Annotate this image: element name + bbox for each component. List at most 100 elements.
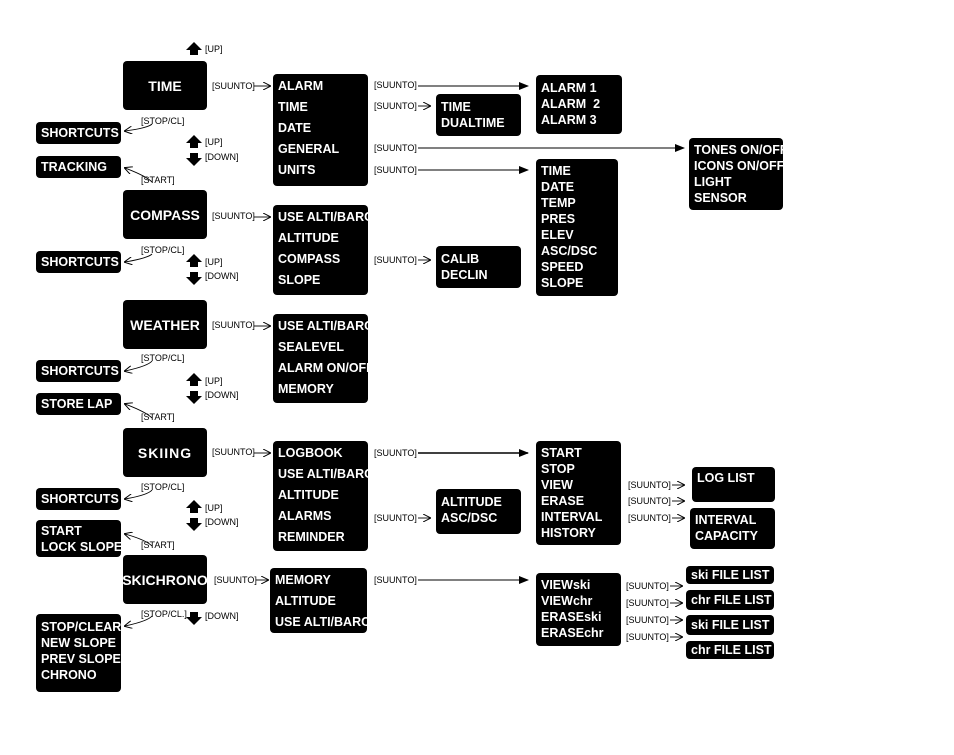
interval-sub-menu: INTERVAL CAPACITY [690,508,775,549]
mode-skiing-label: SKIING [137,444,193,461]
mode-skichrono-label: SKICHRONO [122,571,208,588]
time-sub-menu: TIME DUALTIME [436,94,521,136]
suunto-label: [SUUNTO] [212,81,255,91]
menu-item-light: LIGHT [694,175,732,189]
mode-weather-label: WEATHER [130,316,200,333]
up-label: [UP] [205,376,223,386]
start-lock-slope-box: START LOCK SLOPE [36,520,122,557]
suunto-label: [SUUNTO] [374,513,417,523]
suunto-label: [SUUNTO] [626,598,669,608]
down-label: [DOWN] [205,390,239,400]
stop-cl-label: [STOP/CL] [141,482,185,492]
down-arrow-icon [186,612,202,625]
menu-item-view-chr: VIEWchr [541,594,593,608]
chr-file-list-box: chr FILE LIST [686,590,774,610]
chr-file-list-label: chr FILE LIST [691,643,772,657]
tracking-box: TRACKING [36,156,121,178]
menu-item-alarms: ALARMS [278,509,332,523]
menu-item-history: HISTORY [541,526,596,540]
suunto-label: [SUUNTO] [626,615,669,625]
menu-item-units-pres: PRES [541,212,576,226]
new-slope-label: NEW SLOPE [41,636,117,650]
start-label: [START] [141,540,175,550]
mode-compass-label: COMPASS [130,206,200,223]
menu-item-altitude: ALTITUDE [278,231,339,245]
suunto-label: [SUUNTO] [626,632,669,642]
shortcuts-box: SHORTCUTS [36,122,121,144]
down-arrow-icon [186,391,202,404]
suunto-label: [SUUNTO] [374,80,417,90]
ski-file-list-label: ski FILE LIST [691,618,770,632]
menu-item-alarm-on-off: ALARM ON/OFF [278,361,374,375]
menu-item-units-ascdsc: ASC/DSC [541,244,598,258]
suunto-label: [SUUNTO] [374,143,417,153]
ski-file-list-box: ski FILE LIST [686,615,774,635]
mode-time-label: TIME [148,77,182,94]
store-lap-box: STORE LAP [36,393,121,415]
menu-item-erase: ERASE [541,494,585,508]
log-list-box: LOG LIST [692,467,775,502]
menu-item-logbook: LOGBOOK [278,446,343,460]
menu-item-erase-ski: ERASEski [541,610,602,624]
menu-item-view: VIEW [541,478,573,492]
menu-item-units-time: TIME [541,164,571,178]
menu-item-compass: COMPASS [278,252,341,266]
menu-item-calib: CALIB [441,252,480,266]
compass-menu: USE ALTI/BARO ALTITUDE COMPASS SLOPE [273,205,374,295]
menu-item-units-slope: SLOPE [541,276,584,290]
time-menu: ALARM TIME DATE GENERAL UNITS [273,74,368,186]
suunto-label: [SUUNTO] [626,581,669,591]
suunto-label: [SUUNTO] [212,211,255,221]
logbook-menu: START STOP VIEW ERASE INTERVAL HISTORY [536,441,621,545]
menu-item-icons: ICONS ON/OFF [694,159,785,173]
menu-item-alarm: ALARM [278,79,324,93]
menu-item-interval: INTERVAL [695,513,757,527]
up-arrow-icon [186,500,202,513]
mode-weather: WEATHER [123,300,207,349]
up-label: [UP] [205,44,223,54]
chr-file-list-label: chr FILE LIST [691,593,772,607]
menu-item-time: TIME [441,100,471,114]
menu-item-interval: INTERVAL [541,510,603,524]
suunto-label: [SUUNTO] [212,447,255,457]
shortcuts-box: SHORTCUTS [36,488,121,510]
menu-item-alarm-2: ALARM 2 [541,97,601,111]
up-arrow-icon [186,42,202,55]
units-menu: TIME DATE TEMP PRES ELEV ASC/DSC SPEED S… [536,159,618,296]
shortcuts-label: SHORTCUTS [41,364,119,378]
stop-cl-label: [STOP/CL] [141,245,185,255]
down-arrow-icon [186,153,202,166]
menu-item-altitude: ALTITUDE [275,594,336,608]
stop-cl-label: [STOP/CL] [141,353,185,363]
start-label: [START] [141,412,175,422]
tracking-label: TRACKING [41,160,107,174]
ski-file-list-label: ski FILE LIST [691,568,770,582]
suunto-label: [SUUNTO] [374,101,417,111]
chrono-label: CHRONO [41,668,97,682]
suunto-label: [SUUNTO] [374,448,417,458]
menu-item-general: GENERAL [278,142,340,156]
stop-clear-label: STOP/CLEAR [41,620,122,634]
shortcuts-label: SHORTCUTS [41,492,119,506]
menu-item-use-alti-baro: USE ALTI/BARO [278,319,374,333]
menu-item-alarm-3: ALARM 3 [541,113,597,127]
suunto-label: [SUUNTO] [374,165,417,175]
stop-clear-box: STOP/CLEAR NEW SLOPE PREV SLOPE CHRONO [36,614,121,692]
mode-time: TIME [123,61,207,110]
up-arrow-icon [186,254,202,267]
menu-item-dualtime: DUALTIME [441,116,505,130]
menu-item-slope: SLOPE [278,273,321,287]
menu-item-alarm-1: ALARM 1 [541,81,597,95]
mode-skichrono: SKICHRONO [122,555,208,604]
alarm-menu: ALARM 1 ALARM 2 ALARM 3 [536,75,622,134]
shortcuts-label: SHORTCUTS [41,126,119,140]
store-lap-label: STORE LAP [41,397,113,411]
menu-item-memory: MEMORY [278,382,334,396]
stop-cl-label: [STOP/CL.] [141,609,187,619]
shortcuts-box: SHORTCUTS [36,360,121,382]
menu-item-asc-dsc: ASC/DSC [441,511,498,525]
menu-item-sensor: SENSOR [694,191,747,205]
suunto-label: [SUUNTO] [628,496,671,506]
weather-menu: USE ALTI/BARO SEALEVEL ALARM ON/OFF MEMO… [273,314,374,403]
chr-file-list-box: chr FILE LIST [686,641,774,659]
